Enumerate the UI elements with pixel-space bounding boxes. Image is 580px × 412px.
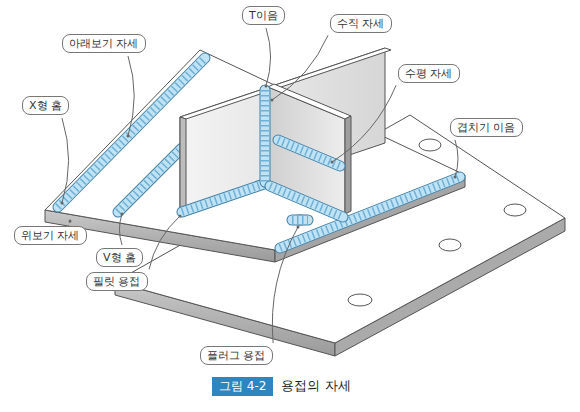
leader-line — [128, 56, 134, 136]
leader-line — [62, 118, 69, 203]
weld-beads — [265, 90, 343, 217]
leader-line — [272, 35, 328, 100]
callout-label: 위보기 자세 — [14, 226, 87, 245]
bead-body — [182, 184, 264, 212]
bead-body — [278, 140, 340, 166]
bead-outline — [182, 184, 264, 212]
leader-dot — [69, 220, 72, 223]
callout-label: 수평 자세 — [398, 64, 460, 83]
leader-line — [272, 227, 298, 343]
callout-label: V형 홈 — [96, 248, 143, 267]
callout-label: T이음 — [242, 6, 285, 25]
leader-dot — [297, 226, 300, 229]
bead-body — [292, 216, 308, 225]
leader-line — [119, 214, 122, 245]
bead-outline — [260, 90, 271, 182]
leader-dot — [265, 85, 268, 88]
bead-ripple — [292, 216, 308, 224]
leader-dot — [127, 135, 130, 138]
leader-dot — [271, 99, 274, 102]
bead-outline — [118, 148, 182, 212]
leader-dot — [121, 213, 124, 216]
callout-label: 필릿 용접 — [86, 272, 148, 291]
weld-beads — [182, 184, 264, 212]
callout-label: X형 홈 — [22, 96, 69, 115]
leader-line — [455, 140, 458, 177]
leader-dot — [331, 161, 334, 164]
bead-outline — [270, 186, 343, 217]
callout-label: 겹치기 이음 — [450, 118, 523, 137]
bead-ripple — [118, 148, 182, 212]
bead-ripple — [182, 184, 264, 212]
bead-body — [270, 186, 343, 217]
leader-dot — [61, 202, 64, 205]
leader-line — [332, 85, 396, 162]
leader-dot — [179, 215, 182, 218]
bead-ripple — [261, 90, 269, 182]
leader-line — [149, 216, 180, 269]
bead-ripple — [278, 140, 340, 166]
bead-body — [118, 148, 182, 212]
callout-label: 플러그 용접 — [200, 346, 273, 365]
bead-outline — [278, 140, 340, 166]
callout-label: 아래보기 자세 — [62, 34, 146, 53]
bead-body — [261, 90, 270, 182]
figure-caption: 용접의 자세 — [281, 376, 350, 395]
bead-outline — [292, 215, 308, 226]
leader-dot — [454, 176, 457, 179]
leader-line — [266, 28, 271, 86]
callout-label: 수직 자세 — [330, 14, 392, 33]
figure-number: 그림 4-2 — [212, 377, 273, 396]
bead-ripple — [270, 186, 343, 217]
